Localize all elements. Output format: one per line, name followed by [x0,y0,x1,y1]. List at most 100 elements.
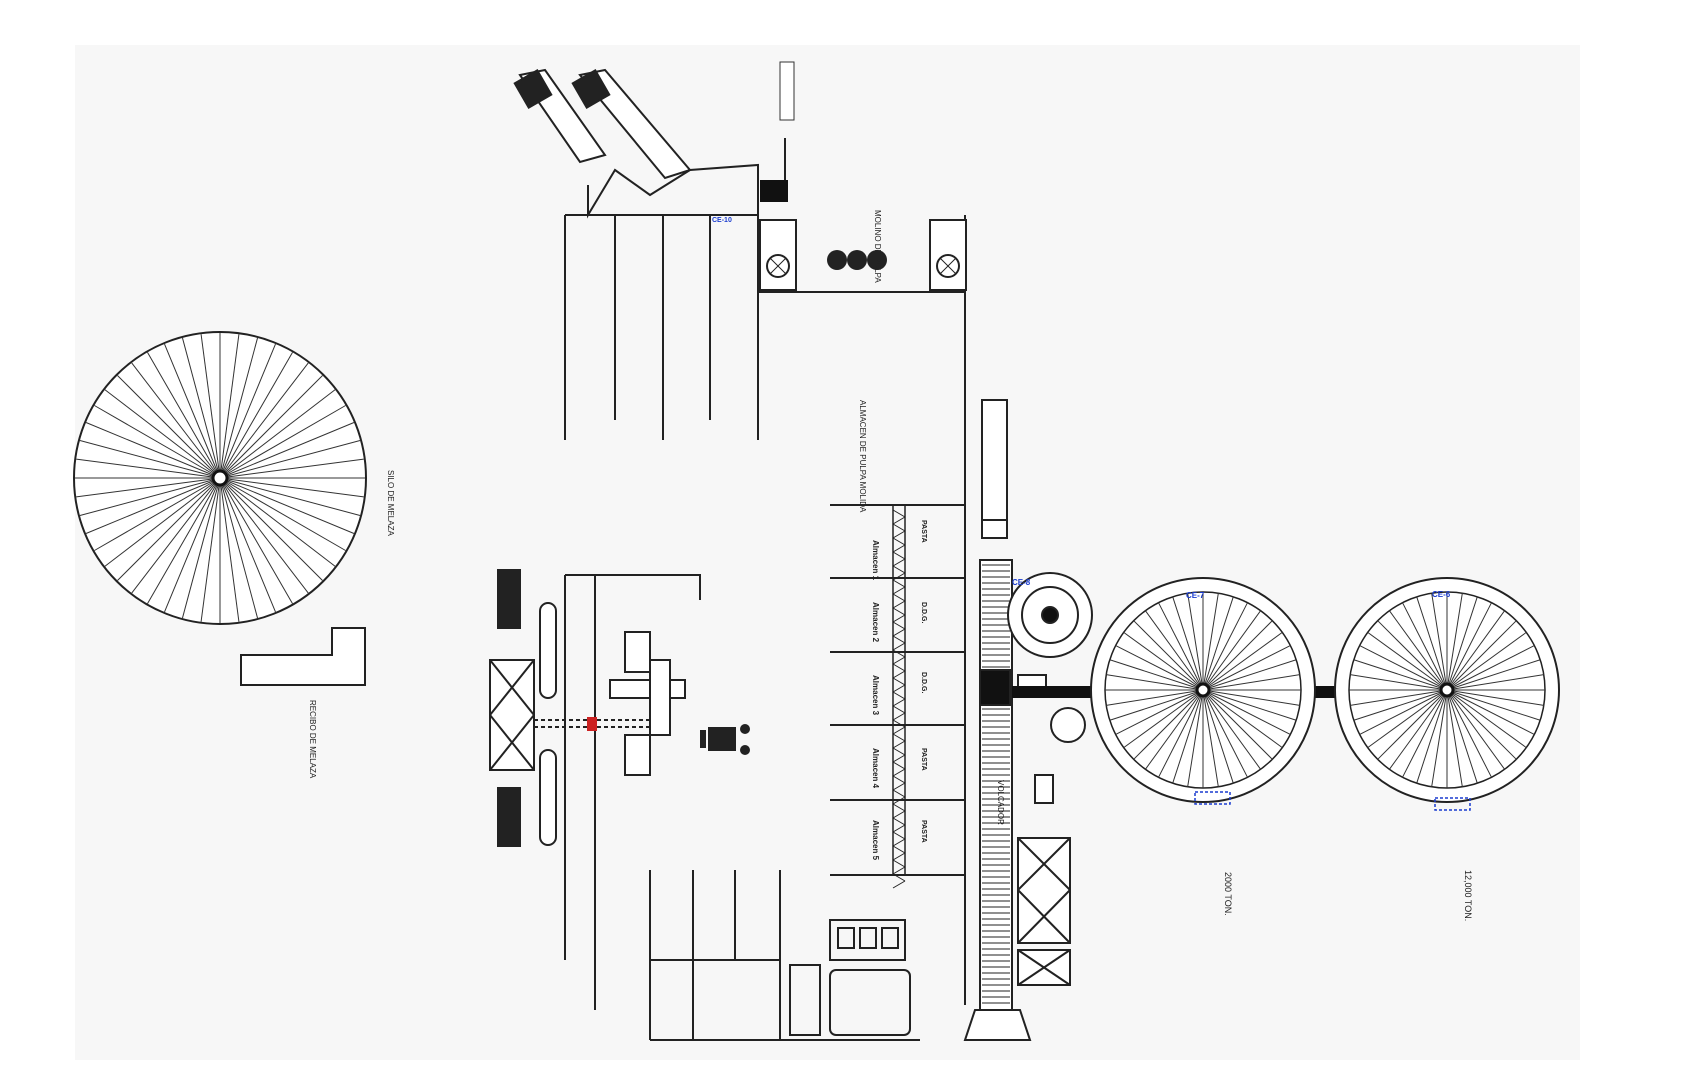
ladder-rung [892,656,906,665]
silo-spoke [219,458,364,479]
silo-spoke [219,477,276,613]
label-molino-pulpa: MOLINO DE PULPA [873,210,882,283]
ladder-rung [892,691,906,700]
ladder-rung [892,838,906,847]
truck-unloading-area [513,68,759,219]
molasses-receiving-tank [240,627,366,686]
ladder-rung [892,523,906,532]
ladder-rung [892,789,906,798]
silo-spoke [1388,689,1448,770]
label-silo-melaza: SILO DE MELAZA [386,470,395,536]
silo-spoke [1359,645,1448,691]
silo-spoke [164,343,221,479]
silo-spoke [1187,593,1204,691]
label-almacen-2: Almacen 2 [871,602,880,643]
silo-spoke [85,422,221,479]
big-silo-12000 [1334,577,1560,803]
silo-spoke [219,334,240,479]
silo-spoke [219,477,364,498]
ladder-rung [892,579,906,588]
silo-spoke [1446,610,1506,691]
silo-spoke [219,375,323,479]
silo-spoke [79,477,221,517]
silo-spoke [1115,689,1204,735]
ladder-rung [892,698,906,707]
ladder-rung [892,600,906,609]
tractor-icon [700,724,750,755]
silo-spoke [1353,689,1448,721]
ladder-rung [892,628,906,637]
silo-spoke [219,477,240,622]
ladder-rung [892,551,906,560]
silo-spoke [1446,689,1463,787]
ladder-rung [892,873,906,882]
silo-spoke [219,477,361,517]
ladder-rung [892,740,906,749]
silo-spoke [104,389,221,479]
silo-spoke [219,389,336,479]
silo-spoke [94,405,221,479]
silo-spoke [1402,602,1448,691]
label-almacen-1: Almacen 1 [871,540,880,581]
ladder-rung [892,509,906,518]
silo-spoke [219,422,355,479]
silo-spoke [1202,689,1297,721]
ladder-rung [892,747,906,756]
silo-spoke [1446,689,1492,778]
silo-spoke [1115,645,1204,691]
ladder-rung [892,621,906,630]
silo-spoke [219,439,361,479]
silo-spoke [219,405,346,479]
silo-spoke [1202,674,1300,691]
silo-spoke [219,352,293,479]
ladder-rung [892,824,906,833]
ladder-rung [892,845,906,854]
silo-spoke [76,458,221,479]
silo-spoke [1353,659,1448,691]
silo-spoke [1202,689,1300,706]
silo-spoke [1123,689,1204,749]
silo-spoke [1388,610,1448,691]
silo-spoke [1172,596,1204,691]
tag-ce10: CE-10 [712,217,732,224]
silo-spoke [219,477,355,534]
silo-spoke [1377,689,1448,760]
ladder-rung [892,670,906,679]
silo-spoke [1202,631,1283,691]
silo-spoke [219,477,323,581]
silo-spoke [1123,631,1204,691]
ladder-rung [892,712,906,721]
ladder-rung [892,880,906,889]
silo-spoke [1202,689,1248,778]
label-volcador: VOLCADOR [996,780,1005,825]
hopper [760,180,788,202]
silo-spoke [1202,596,1234,691]
silo-spoke [1202,659,1297,691]
silo-spoke [1106,689,1204,706]
ladder-rung [892,754,906,763]
silo-spoke [104,477,221,567]
silo-spoke [1350,689,1448,706]
silo-spoke [219,337,259,479]
label-capacity-12000: 12,000 TON. [1463,870,1473,921]
silo-spoke [1144,689,1204,770]
silo-spoke [1144,610,1204,691]
ladder-rung [892,516,906,525]
silo-spoke [1350,674,1448,691]
ladder-rung [892,817,906,826]
silo-spoke [131,362,221,479]
storage-bays [830,504,965,876]
ladder-rung [892,726,906,735]
silo-spoke [1416,689,1448,784]
ladder-rung [892,761,906,770]
silo-spoke [1446,689,1506,770]
silo-spoke [1446,596,1478,691]
ladder-rung [892,796,906,805]
main-building [564,165,966,1041]
silo-spoke [1158,689,1204,778]
ladder-rung [892,544,906,553]
silo-spoke [164,477,221,613]
label-almacen-5: Almacen 5 [871,820,880,861]
silo-spoke [200,334,221,479]
